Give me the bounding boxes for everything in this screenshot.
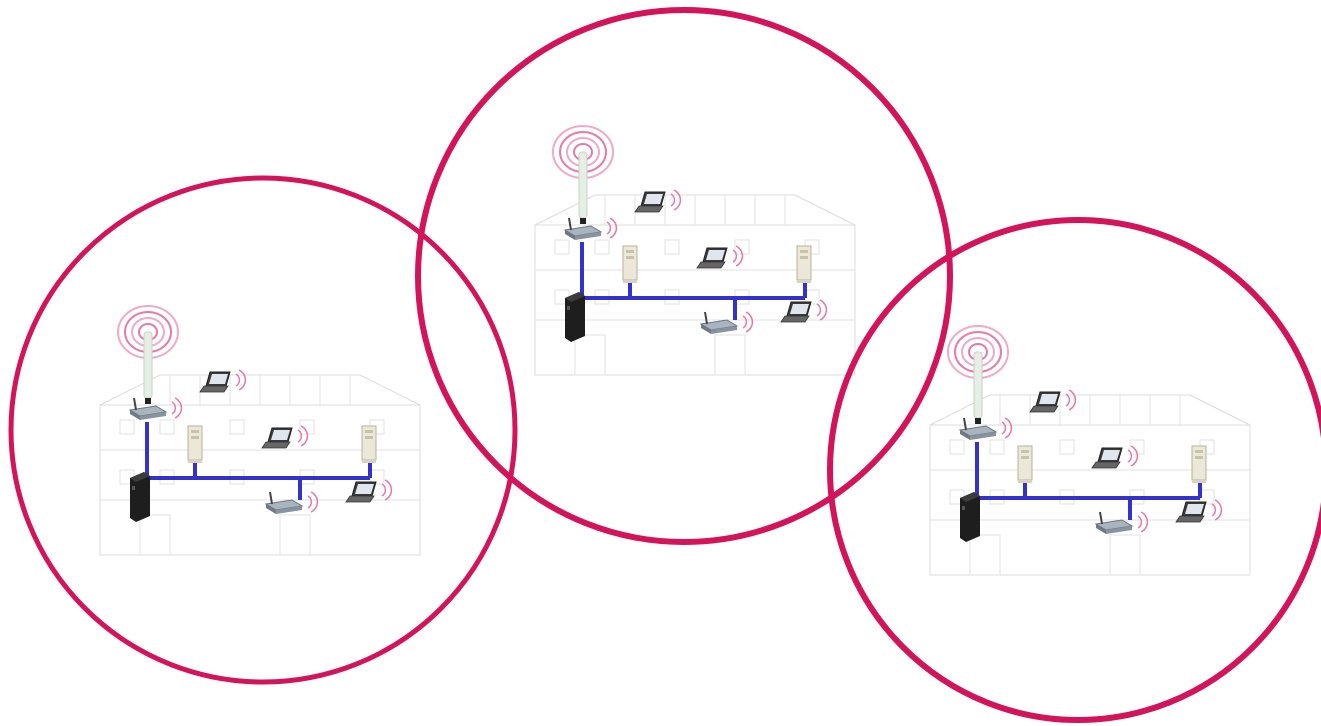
access-point-icon <box>960 418 1011 440</box>
cell-center <box>534 125 856 376</box>
laptop-icon <box>346 480 391 502</box>
antenna-icon <box>117 305 179 405</box>
wireless-router-icon <box>1096 512 1147 534</box>
cell-right <box>929 325 1251 576</box>
coverage-ring <box>8 175 518 685</box>
desktop-pc-icon <box>1017 445 1033 484</box>
server-icon <box>130 472 150 522</box>
desktop-pc-icon <box>622 245 638 284</box>
cell-left <box>99 305 421 556</box>
desktop-pc-icon <box>361 425 377 464</box>
desktop-pc-icon <box>187 425 203 464</box>
antenna-icon <box>552 125 614 225</box>
laptop-icon <box>1030 390 1075 412</box>
coverage-ring <box>827 217 1321 723</box>
server-icon <box>565 292 585 342</box>
desktop-pc-icon <box>1191 445 1207 484</box>
laptop-icon <box>781 300 826 322</box>
desktop-pc-icon <box>796 245 812 284</box>
coverage-ring <box>415 7 953 545</box>
server-icon <box>960 492 980 542</box>
laptop-icon <box>200 370 245 392</box>
access-point-icon <box>565 218 616 240</box>
laptop-icon <box>697 246 742 268</box>
laptop-icon <box>1176 500 1221 522</box>
laptop-icon <box>1092 446 1137 468</box>
access-point-icon <box>130 398 181 420</box>
antenna-icon <box>947 325 1009 425</box>
wireless-router-icon <box>266 492 317 514</box>
laptop-icon <box>262 426 307 448</box>
wireless-router-icon <box>701 312 752 334</box>
laptop-icon <box>635 190 680 212</box>
